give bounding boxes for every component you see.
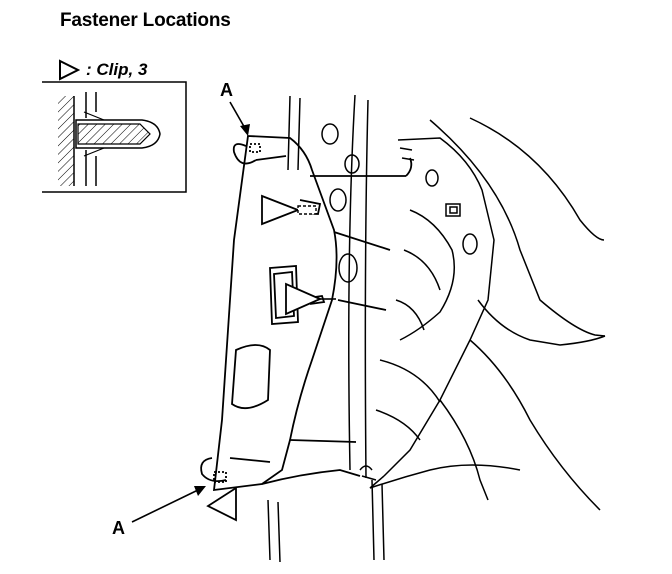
callout-a-top: A <box>220 80 233 100</box>
page-title: Fastener Locations <box>60 10 231 31</box>
callout-arrow-top <box>229 101 250 136</box>
callout-a-bottom: A <box>112 518 125 538</box>
clip-marker-lower <box>206 486 237 522</box>
clip-marker-upper <box>261 194 317 226</box>
body-structure <box>267 94 606 563</box>
legend: : Clip, 3 <box>58 58 147 82</box>
callout-arrow-bottom <box>131 486 206 523</box>
legend-clip-label: : Clip, 3 <box>86 60 148 79</box>
triangle-outline-icon <box>59 59 80 81</box>
clip-detail-inset <box>42 81 187 193</box>
clip-marker-middle <box>285 282 336 316</box>
trim-panel <box>200 135 413 492</box>
